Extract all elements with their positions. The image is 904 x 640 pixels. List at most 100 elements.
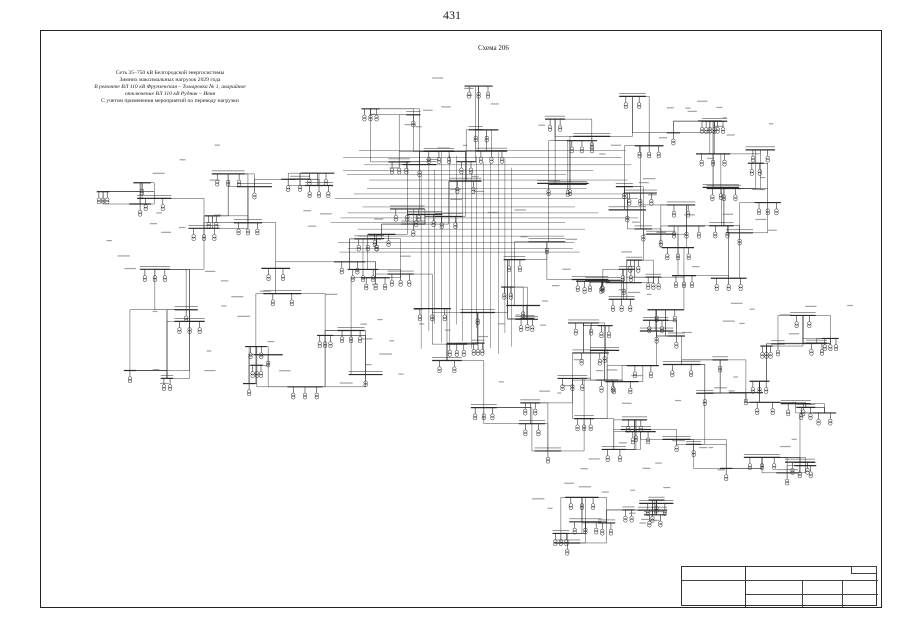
transmission-line — [275, 268, 283, 294]
transmission-line — [583, 322, 606, 326]
transmission-line — [324, 330, 352, 336]
transformer-symbol — [245, 231, 250, 236]
transformer-symbol — [623, 518, 628, 523]
label-mark — [319, 213, 332, 215]
transformer-symbol — [507, 268, 512, 273]
transformer-symbol — [689, 284, 695, 289]
transformer-symbol — [382, 286, 388, 291]
transformer-symbol — [774, 208, 779, 213]
transmission-line — [362, 269, 401, 275]
transmission-line — [745, 381, 760, 393]
label-mark — [579, 377, 591, 379]
transmission-line — [362, 269, 376, 278]
label-mark — [160, 382, 169, 385]
transformer-symbol — [757, 171, 762, 176]
transmission-line — [247, 186, 255, 223]
transmission-line — [755, 163, 768, 203]
transformer-symbol — [828, 344, 833, 349]
transformer-symbol — [747, 465, 752, 470]
transformer-symbol — [471, 187, 476, 192]
transformer-symbol — [599, 386, 604, 391]
transmission-line — [655, 320, 677, 336]
transformer-symbol — [317, 341, 322, 346]
transformer-symbol — [280, 274, 286, 279]
transformer-symbol — [606, 334, 612, 339]
transmission-line — [816, 338, 831, 344]
label-mark — [339, 382, 353, 384]
transmission-line — [584, 418, 615, 450]
transmission-line — [606, 509, 629, 523]
transformer-symbol — [389, 280, 394, 285]
transformer-symbol — [617, 455, 622, 460]
transmission-line — [739, 202, 768, 233]
transformer-symbol — [442, 314, 447, 319]
transformer-symbol — [809, 349, 814, 354]
label-mark — [414, 308, 423, 311]
title-line-2: Зимних максимальных нагрузок 2029 года — [119, 77, 221, 83]
transformer-symbol — [266, 274, 271, 279]
transformer-symbol — [594, 527, 599, 532]
transmission-line — [465, 161, 467, 182]
transformer-symbol — [649, 201, 654, 206]
transformer-symbol — [530, 325, 535, 330]
transformer-symbol — [567, 189, 573, 194]
transformer-symbol — [236, 228, 241, 233]
transformer-symbol — [215, 182, 220, 187]
label-mark — [565, 238, 578, 240]
transformer-symbol — [623, 515, 628, 520]
transformer-symbol — [718, 195, 723, 200]
transmission-line — [204, 222, 249, 229]
label-mark — [214, 214, 222, 216]
stamp-corner-box — [851, 566, 877, 574]
transmission-line — [723, 188, 768, 203]
transmission-line — [627, 209, 644, 229]
transmission-line — [764, 402, 796, 404]
transformer-symbol — [447, 157, 452, 162]
transmission-line — [777, 315, 803, 344]
label-mark — [666, 107, 674, 109]
transformer-symbol — [775, 352, 781, 357]
transformer-symbol — [442, 317, 447, 322]
transmission-line — [424, 214, 449, 217]
transformer-symbol — [411, 232, 416, 237]
label-mark — [418, 323, 425, 325]
label-mark — [432, 77, 444, 79]
transformer-symbol — [536, 432, 541, 437]
transformer-symbol — [670, 370, 675, 375]
transformer-symbol — [480, 349, 485, 354]
transmission-line — [569, 136, 592, 184]
transformer-symbol — [724, 476, 729, 481]
transmission-line — [567, 183, 571, 185]
transformer-symbol — [726, 286, 731, 291]
transformer-symbol — [316, 193, 322, 199]
transformer-symbol — [565, 548, 570, 554]
label-mark — [847, 304, 854, 307]
transmission-line — [648, 132, 674, 146]
transformer-symbol — [689, 281, 695, 286]
transmission-line — [583, 322, 591, 354]
transmission-line — [655, 320, 657, 332]
label-mark — [371, 283, 378, 285]
transmission-line — [627, 209, 644, 230]
transmission-line — [656, 331, 677, 337]
transformer-symbol — [447, 159, 452, 164]
transformer-symbol — [523, 411, 528, 416]
transformer-symbol — [502, 295, 507, 300]
transformer-symbol — [414, 222, 419, 228]
transformer-symbol — [662, 511, 667, 516]
transformer-symbol — [591, 505, 596, 510]
transformer-symbol — [646, 285, 651, 290]
transformer-symbol — [833, 344, 839, 349]
transmission-line — [634, 228, 644, 261]
label-mark — [722, 213, 734, 215]
transmission-line — [560, 533, 568, 543]
transformer-symbol — [764, 387, 769, 392]
stamp-divider — [746, 594, 878, 595]
label-mark — [415, 126, 422, 128]
label-mark — [768, 123, 774, 125]
transformer-symbol — [416, 214, 421, 220]
transformer-symbol — [525, 324, 530, 329]
transmission-line — [438, 151, 467, 162]
label-mark — [739, 322, 745, 325]
transmission-line — [660, 225, 687, 235]
